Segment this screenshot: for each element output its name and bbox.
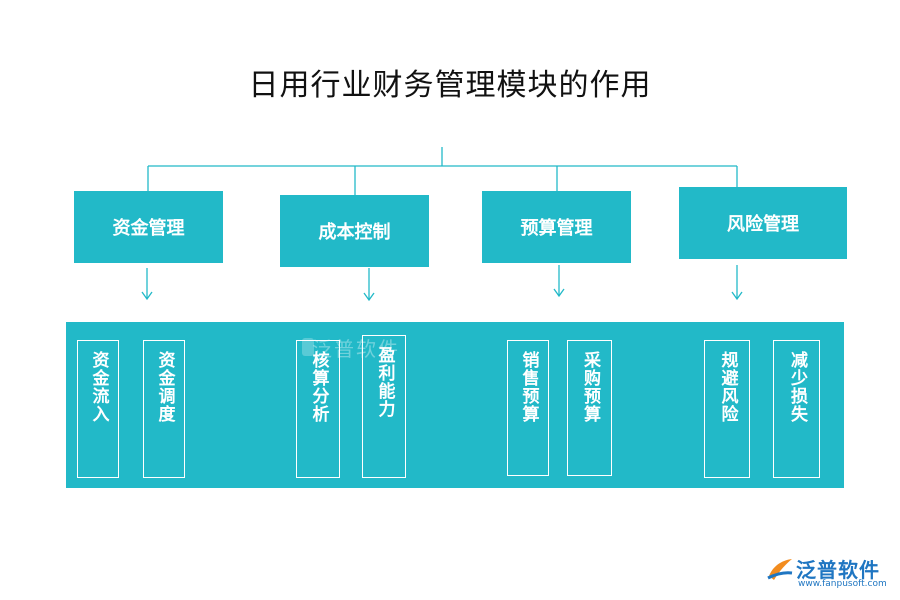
sub-item-label: 减少损失 bbox=[787, 351, 807, 423]
module-label: 预算管理 bbox=[520, 218, 593, 239]
module-label: 成本控制 bbox=[318, 222, 391, 243]
module-label: 资金管理 bbox=[112, 218, 185, 239]
down-arrow-head-3 bbox=[553, 288, 565, 298]
watermark-text: 泛普软件 bbox=[312, 337, 400, 361]
sub-item-box: 规避风险 bbox=[704, 340, 750, 478]
sub-item-label: 盈利能力 bbox=[374, 346, 395, 418]
module-label: 风险管理 bbox=[727, 214, 799, 235]
sub-item-label: 资金流入 bbox=[88, 351, 109, 423]
down-arrow-head-4 bbox=[731, 291, 743, 301]
brand-url: www.fanpusoft.com bbox=[798, 579, 887, 589]
watermark-logo-icon bbox=[302, 338, 314, 356]
module-box-risk-management: 风险管理 bbox=[679, 187, 847, 259]
module-box-cost-control: 成本控制 bbox=[280, 195, 429, 267]
brand-logo: 泛普软件 www.fanpusoft.com bbox=[766, 552, 896, 592]
sub-item-label: 销售预算 bbox=[518, 351, 539, 423]
brand-logo-icon bbox=[767, 559, 793, 580]
module-box-budget-management: 预算管理 bbox=[482, 191, 631, 263]
diagram-title: 日用行业财务管理模块的作用 bbox=[248, 68, 652, 103]
sub-item-label: 资金调度 bbox=[154, 351, 175, 423]
down-arrow-head-2 bbox=[363, 292, 375, 302]
module-box-fund-management: 资金管理 bbox=[74, 191, 223, 263]
down-arrow-head-1 bbox=[141, 291, 153, 301]
sub-items-band bbox=[66, 322, 844, 488]
sub-item-box: 采购预算 bbox=[567, 340, 612, 476]
sub-item-box: 盈利能力 bbox=[362, 335, 406, 478]
brand-name: 泛普软件 bbox=[796, 558, 880, 582]
sub-item-label: 采购预算 bbox=[580, 351, 600, 423]
sub-item-box: 销售预算 bbox=[507, 340, 549, 476]
sub-item-box: 核算分析 bbox=[296, 340, 340, 478]
sub-item-label: 核算分析 bbox=[308, 351, 329, 423]
sub-item-box: 资金流入 bbox=[77, 340, 119, 478]
sub-item-label: 规避风险 bbox=[717, 351, 738, 423]
sub-item-box: 资金调度 bbox=[143, 340, 185, 478]
sub-item-box: 减少损失 bbox=[773, 340, 820, 478]
